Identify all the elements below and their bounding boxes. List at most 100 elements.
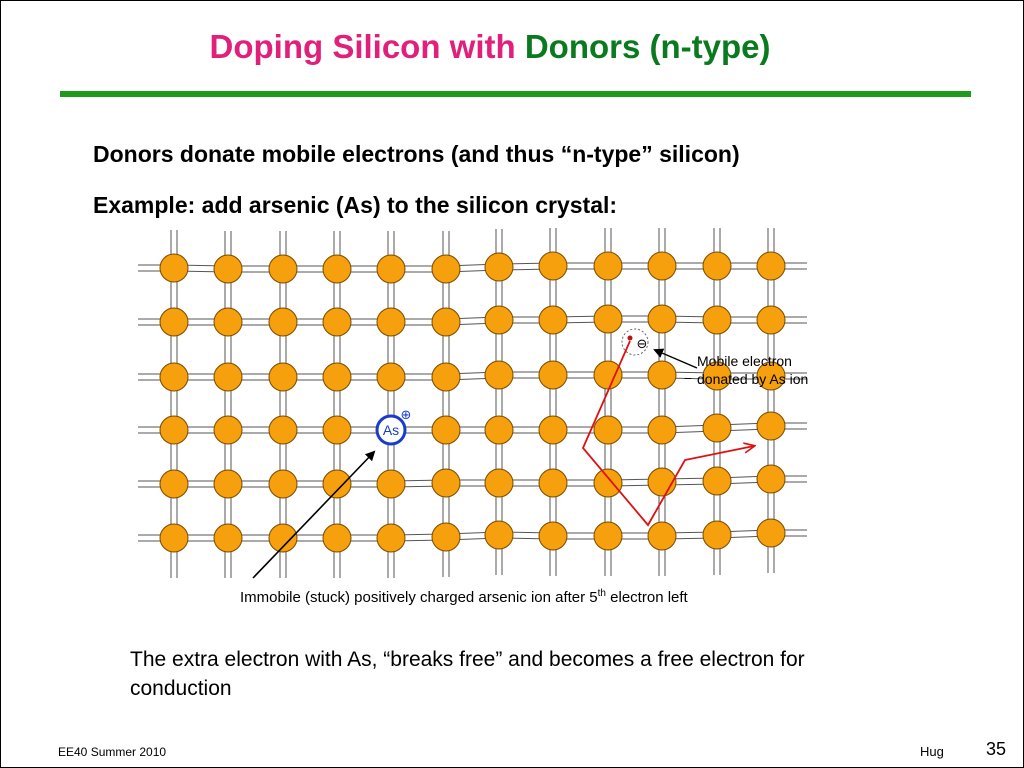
- silicon-atom: [268, 254, 298, 284]
- silicon-atom: [159, 307, 189, 337]
- silicon-atom: [647, 360, 677, 390]
- silicon-atom: [593, 468, 623, 498]
- silicon-atom: [159, 469, 189, 499]
- mobile-electron-pointer: [653, 348, 698, 369]
- silicon-atom: [647, 415, 677, 445]
- silicon-atom: [159, 415, 189, 445]
- positive-charge-icon: ⊕: [401, 408, 412, 423]
- silicon-atom: [213, 254, 243, 284]
- arsenic-label: As: [383, 422, 399, 438]
- silicon-atom: [159, 523, 189, 553]
- silicon-atom: [702, 305, 732, 335]
- silicon-atom: [213, 523, 243, 553]
- negative-charge-icon: ⊖: [637, 337, 648, 352]
- silicon-atom: [213, 415, 243, 445]
- silicon-atom: [322, 469, 352, 499]
- silicon-atom: [538, 415, 568, 445]
- silicon-atom: [431, 362, 461, 392]
- silicon-atom: [593, 521, 623, 551]
- silicon-atom: [538, 251, 568, 281]
- silicon-atom: [268, 307, 298, 337]
- conclusion-text: The extra electron with As, “breaks free…: [130, 648, 805, 700]
- silicon-atom: [376, 469, 406, 499]
- silicon-atom: [538, 360, 568, 390]
- mobile-caption-line1: Mobile electron: [697, 353, 792, 369]
- silicon-atom: [702, 251, 732, 281]
- silicon-atom: [756, 361, 786, 391]
- silicon-atom: [431, 415, 461, 445]
- immobile-caption-superscript: th: [597, 588, 606, 599]
- silicon-atom: [538, 305, 568, 335]
- silicon-atom: [484, 468, 514, 498]
- immobile-ion-pointer: [252, 450, 376, 579]
- silicon-atom: [484, 252, 514, 282]
- silicon-atom: [322, 415, 352, 445]
- silicon-atom: [322, 523, 352, 553]
- silicon-atom: [647, 521, 677, 551]
- silicon-atom: [756, 251, 786, 281]
- silicon-atom: [756, 305, 786, 335]
- silicon-atom: [484, 520, 514, 550]
- silicon-atom: [593, 304, 623, 334]
- silicon-atom: [593, 415, 623, 445]
- mobile-caption-line2: donated by As ion: [697, 371, 809, 387]
- arsenic-atom: [375, 414, 407, 446]
- silicon-atom: [159, 253, 189, 283]
- silicon-atom: [159, 362, 189, 392]
- silicon-atom: [647, 304, 677, 334]
- silicon-atom: [756, 464, 786, 494]
- silicon-atom: [268, 469, 298, 499]
- bullet-donors: Donors donate mobile electrons (and thus…: [93, 141, 740, 167]
- silicon-atom: [322, 362, 352, 392]
- silicon-atom: [538, 468, 568, 498]
- silicon-atom: [376, 307, 406, 337]
- page-number: 35: [986, 739, 1007, 759]
- silicon-atom: [376, 523, 406, 553]
- silicon-atom: [484, 305, 514, 335]
- silicon-atom: [593, 251, 623, 281]
- silicon-atom: [702, 520, 732, 550]
- bullet-example: Example: add arsenic (As) to the silicon…: [93, 192, 618, 218]
- silicon-atom: [484, 360, 514, 390]
- immobile-caption-text: Immobile (stuck) positively charged arse…: [240, 589, 598, 606]
- silicon-atom: [756, 411, 786, 441]
- silicon-atom: [322, 307, 352, 337]
- silicon-atoms: [159, 251, 786, 553]
- silicon-atom: [213, 362, 243, 392]
- title-underline: [60, 91, 971, 97]
- electron-path-arrow: [581, 340, 754, 527]
- silicon-atom: [538, 521, 568, 551]
- silicon-atom: [431, 254, 461, 284]
- immobile-caption-tail: electron left: [606, 589, 688, 606]
- silicon-atom: [702, 466, 732, 496]
- silicon-atom: [593, 360, 623, 390]
- immobile-ion-caption: Immobile (stuck) positively charged arse…: [240, 588, 688, 606]
- silicon-atom: [322, 254, 352, 284]
- silicon-atom: [702, 361, 732, 391]
- electron-halo: [621, 328, 649, 356]
- silicon-atom: [213, 307, 243, 337]
- silicon-atom: [431, 468, 461, 498]
- slide-title: Doping Silicon with Donors (n-type): [0, 28, 980, 66]
- silicon-atom: [268, 362, 298, 392]
- silicon-atom: [376, 362, 406, 392]
- stray-minus-mark: −: [683, 372, 692, 385]
- silicon-atom: [647, 251, 677, 281]
- silicon-atom: [268, 415, 298, 445]
- silicon-atom: [376, 254, 406, 284]
- arsenic-dopant: As ⊕: [375, 408, 412, 446]
- silicon-atom: [756, 518, 786, 548]
- title-part-green: Donors (n-type): [524, 28, 771, 65]
- free-electron: ⊖ −: [621, 328, 693, 385]
- silicon-atom: [213, 469, 243, 499]
- silicon-atom: [268, 523, 298, 553]
- footer-author: Hug: [920, 744, 944, 759]
- footer-course: EE40 Summer 2010: [58, 745, 167, 759]
- silicon-atom: [484, 415, 514, 445]
- silicon-atom: [431, 307, 461, 337]
- silicon-atom: [702, 413, 732, 443]
- mobile-electron-caption: Mobile electron donated by As ion: [697, 352, 808, 388]
- electron-dot: [627, 335, 633, 341]
- title-part-pink: Doping Silicon with: [209, 28, 525, 65]
